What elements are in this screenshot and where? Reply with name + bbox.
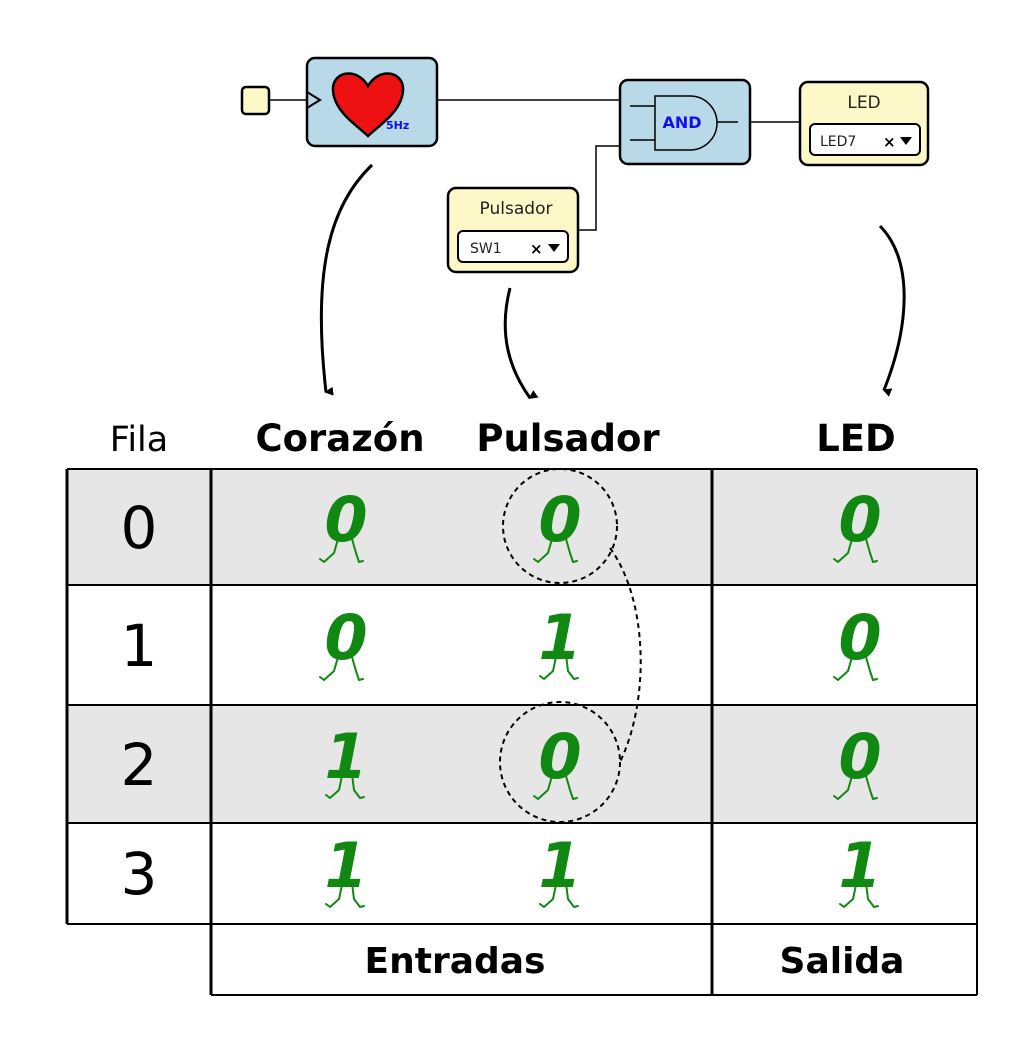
row-shade-2 xyxy=(67,705,977,823)
right-leg-icon xyxy=(351,882,365,908)
and-gate-icon xyxy=(630,95,738,151)
wire-button-to-and xyxy=(578,145,620,231)
cell-value: 0 xyxy=(838,483,881,556)
highlight-circle-row0 xyxy=(502,468,618,584)
cell-a: 1 xyxy=(324,829,368,908)
cell-a: 0 xyxy=(319,483,368,563)
input-port[interactable] xyxy=(240,85,271,116)
left-leg-icon xyxy=(533,775,553,800)
cell-b: 0 xyxy=(533,483,582,563)
header-led: LED xyxy=(816,417,896,460)
row-number: 1 xyxy=(121,612,158,680)
heart-block[interactable]: 5Hz xyxy=(305,56,439,148)
right-leg-icon xyxy=(351,656,364,681)
right-leg-icon xyxy=(565,775,578,800)
button-clear-icon[interactable]: × xyxy=(530,240,543,258)
header-pulsador: Pulsador xyxy=(476,417,660,460)
left-leg-icon xyxy=(539,656,557,680)
cell-value: 0 xyxy=(324,601,367,674)
button-block[interactable]: Pulsador SW1 × xyxy=(446,186,580,274)
table-headers: Fila Corazón Pulsador LED xyxy=(110,417,896,460)
arrow-heart-to-column xyxy=(319,163,374,396)
right-leg-icon xyxy=(865,656,878,681)
right-leg-icon xyxy=(565,654,579,680)
cell-value: 0 xyxy=(538,483,581,556)
header-row: Fila xyxy=(110,420,168,460)
cell-value: 0 xyxy=(838,601,881,674)
cell-out: 0 xyxy=(833,720,882,800)
heart-icon xyxy=(331,72,405,138)
footer-inputs: Entradas xyxy=(365,941,546,982)
button-dropdown-icon[interactable] xyxy=(548,244,560,252)
cell-out: 0 xyxy=(833,601,882,681)
right-leg-icon xyxy=(865,882,879,908)
row-number: 2 xyxy=(121,731,158,799)
right-leg-icon xyxy=(565,538,578,563)
left-leg-icon xyxy=(325,775,343,799)
right-leg-icon xyxy=(865,775,878,800)
cell-b: 0 xyxy=(533,720,582,800)
wires xyxy=(270,99,800,231)
led-clear-icon[interactable]: × xyxy=(883,133,896,151)
left-leg-icon xyxy=(325,884,343,908)
right-leg-icon xyxy=(565,882,579,908)
cell-value: 0 xyxy=(324,483,367,556)
heart-frequency: 5Hz xyxy=(386,119,409,132)
arrows xyxy=(319,163,906,400)
highlight-connector xyxy=(609,547,642,763)
cell-a: 1 xyxy=(324,720,368,799)
left-leg-icon xyxy=(319,538,339,563)
left-leg-icon xyxy=(833,775,853,800)
cell-value: 1 xyxy=(838,829,881,902)
row-number: 0 xyxy=(121,494,158,562)
truth-table: 0 0 0 0 1 0 1 0 2 1 0 0 3 1 1 1 Entradas Salida xyxy=(65,468,978,996)
cell-value: 1 xyxy=(324,720,367,793)
led-select-value: LED7 xyxy=(820,134,856,150)
right-leg-icon xyxy=(351,773,365,799)
arrow-led-to-column xyxy=(878,224,906,397)
cell-value: 1 xyxy=(538,829,581,902)
button-select[interactable] xyxy=(457,230,569,263)
table-grid xyxy=(65,468,978,996)
right-leg-icon xyxy=(351,538,364,563)
header-corazon: Corazón xyxy=(255,417,424,460)
right-leg-icon xyxy=(865,538,878,563)
footer-output: Salida xyxy=(780,941,905,982)
clock-input-icon xyxy=(306,91,322,109)
cell-out: 1 xyxy=(838,829,882,908)
table-cells: 0 0 0 0 1 0 1 0 2 1 0 0 3 1 1 1 xyxy=(121,483,882,908)
button-select-value: SW1 xyxy=(470,241,502,257)
arrow-button-to-column xyxy=(503,287,539,400)
highlight-circle-row2 xyxy=(499,701,621,823)
left-leg-icon xyxy=(833,656,853,681)
cell-a: 0 xyxy=(319,601,368,681)
cell-out: 0 xyxy=(833,483,882,563)
led-block-title: LED xyxy=(847,93,880,113)
cell-value: 0 xyxy=(538,720,581,793)
led-block[interactable]: LED LED7 × xyxy=(798,80,930,167)
left-leg-icon xyxy=(839,884,857,908)
row-shade-0 xyxy=(67,469,977,585)
left-leg-icon xyxy=(833,538,853,563)
left-leg-icon xyxy=(319,656,339,681)
led-dropdown-icon[interactable] xyxy=(900,137,912,145)
and-gate-label: AND xyxy=(662,113,701,132)
led-select[interactable] xyxy=(809,123,921,156)
cell-value: 0 xyxy=(838,720,881,793)
cell-value: 1 xyxy=(324,829,367,902)
and-gate-block[interactable]: AND xyxy=(618,78,752,166)
row-number: 3 xyxy=(121,840,158,908)
left-leg-icon xyxy=(539,884,557,908)
cell-b: 1 xyxy=(538,829,582,908)
cell-value: 1 xyxy=(538,601,581,674)
left-leg-icon xyxy=(533,538,553,563)
button-block-title: Pulsador xyxy=(480,199,553,219)
highlight xyxy=(499,468,642,823)
cell-b: 1 xyxy=(538,601,582,680)
circuit: 5Hz AND LED LED7 × Pulsador xyxy=(240,56,930,400)
